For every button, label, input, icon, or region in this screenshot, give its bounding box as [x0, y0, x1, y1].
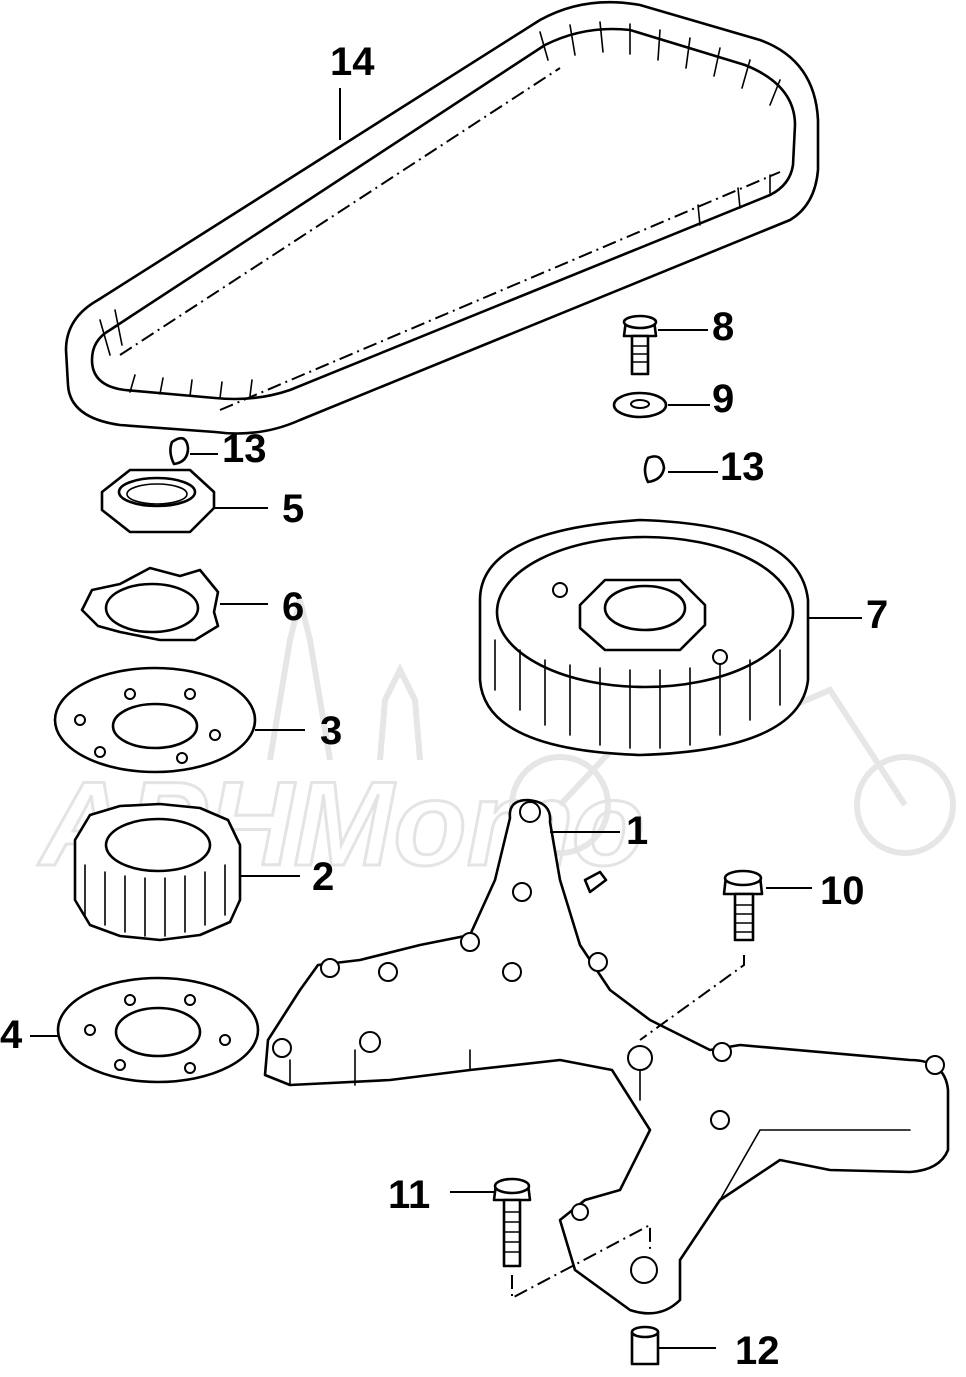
- callout-14: 14: [330, 40, 375, 84]
- callout-11: 11: [388, 1173, 430, 1217]
- pulley-washer: [612, 391, 668, 419]
- callout-12: 12: [735, 1329, 780, 1373]
- callout-5: 5: [282, 487, 304, 531]
- cam-pulley: [478, 518, 810, 757]
- callout-13-left: 13: [222, 427, 267, 471]
- crank-sprocket: [73, 802, 242, 942]
- flange-plate-lower: [56, 976, 260, 1084]
- callout-13-right: 13: [720, 445, 765, 489]
- bolt-11-axis: [511, 1223, 651, 1300]
- bracket-bolt-upper: [722, 869, 764, 942]
- callout-labels: 14 8 9 13 13 5 6 7 3 1 2 10 4 11 12: [0, 40, 888, 1373]
- callout-8: 8: [712, 305, 734, 349]
- dowel-sleeve: [630, 1325, 660, 1366]
- leader-lines: [30, 88, 862, 1349]
- callout-1: 1: [626, 809, 648, 853]
- callout-7: 7: [866, 593, 888, 637]
- pulley-bolt: [622, 314, 658, 376]
- callout-6: 6: [282, 585, 304, 629]
- callout-9: 9: [712, 377, 734, 421]
- callout-4: 4: [0, 1013, 23, 1057]
- bolt-10-axis: [639, 955, 745, 1041]
- woodruff-key-left: [169, 436, 190, 466]
- lock-washer: [80, 566, 220, 642]
- bracket-bolt-lower: [492, 1177, 532, 1268]
- woodruff-key-right: [643, 455, 666, 484]
- callout-3: 3: [320, 709, 342, 753]
- hex-nut: [100, 468, 216, 534]
- callout-2: 2: [312, 855, 334, 899]
- engine-bracket: [263, 798, 950, 1315]
- callout-10: 10: [820, 869, 865, 913]
- timing-belt: [64, 0, 820, 435]
- flange-plate-upper: [53, 666, 257, 774]
